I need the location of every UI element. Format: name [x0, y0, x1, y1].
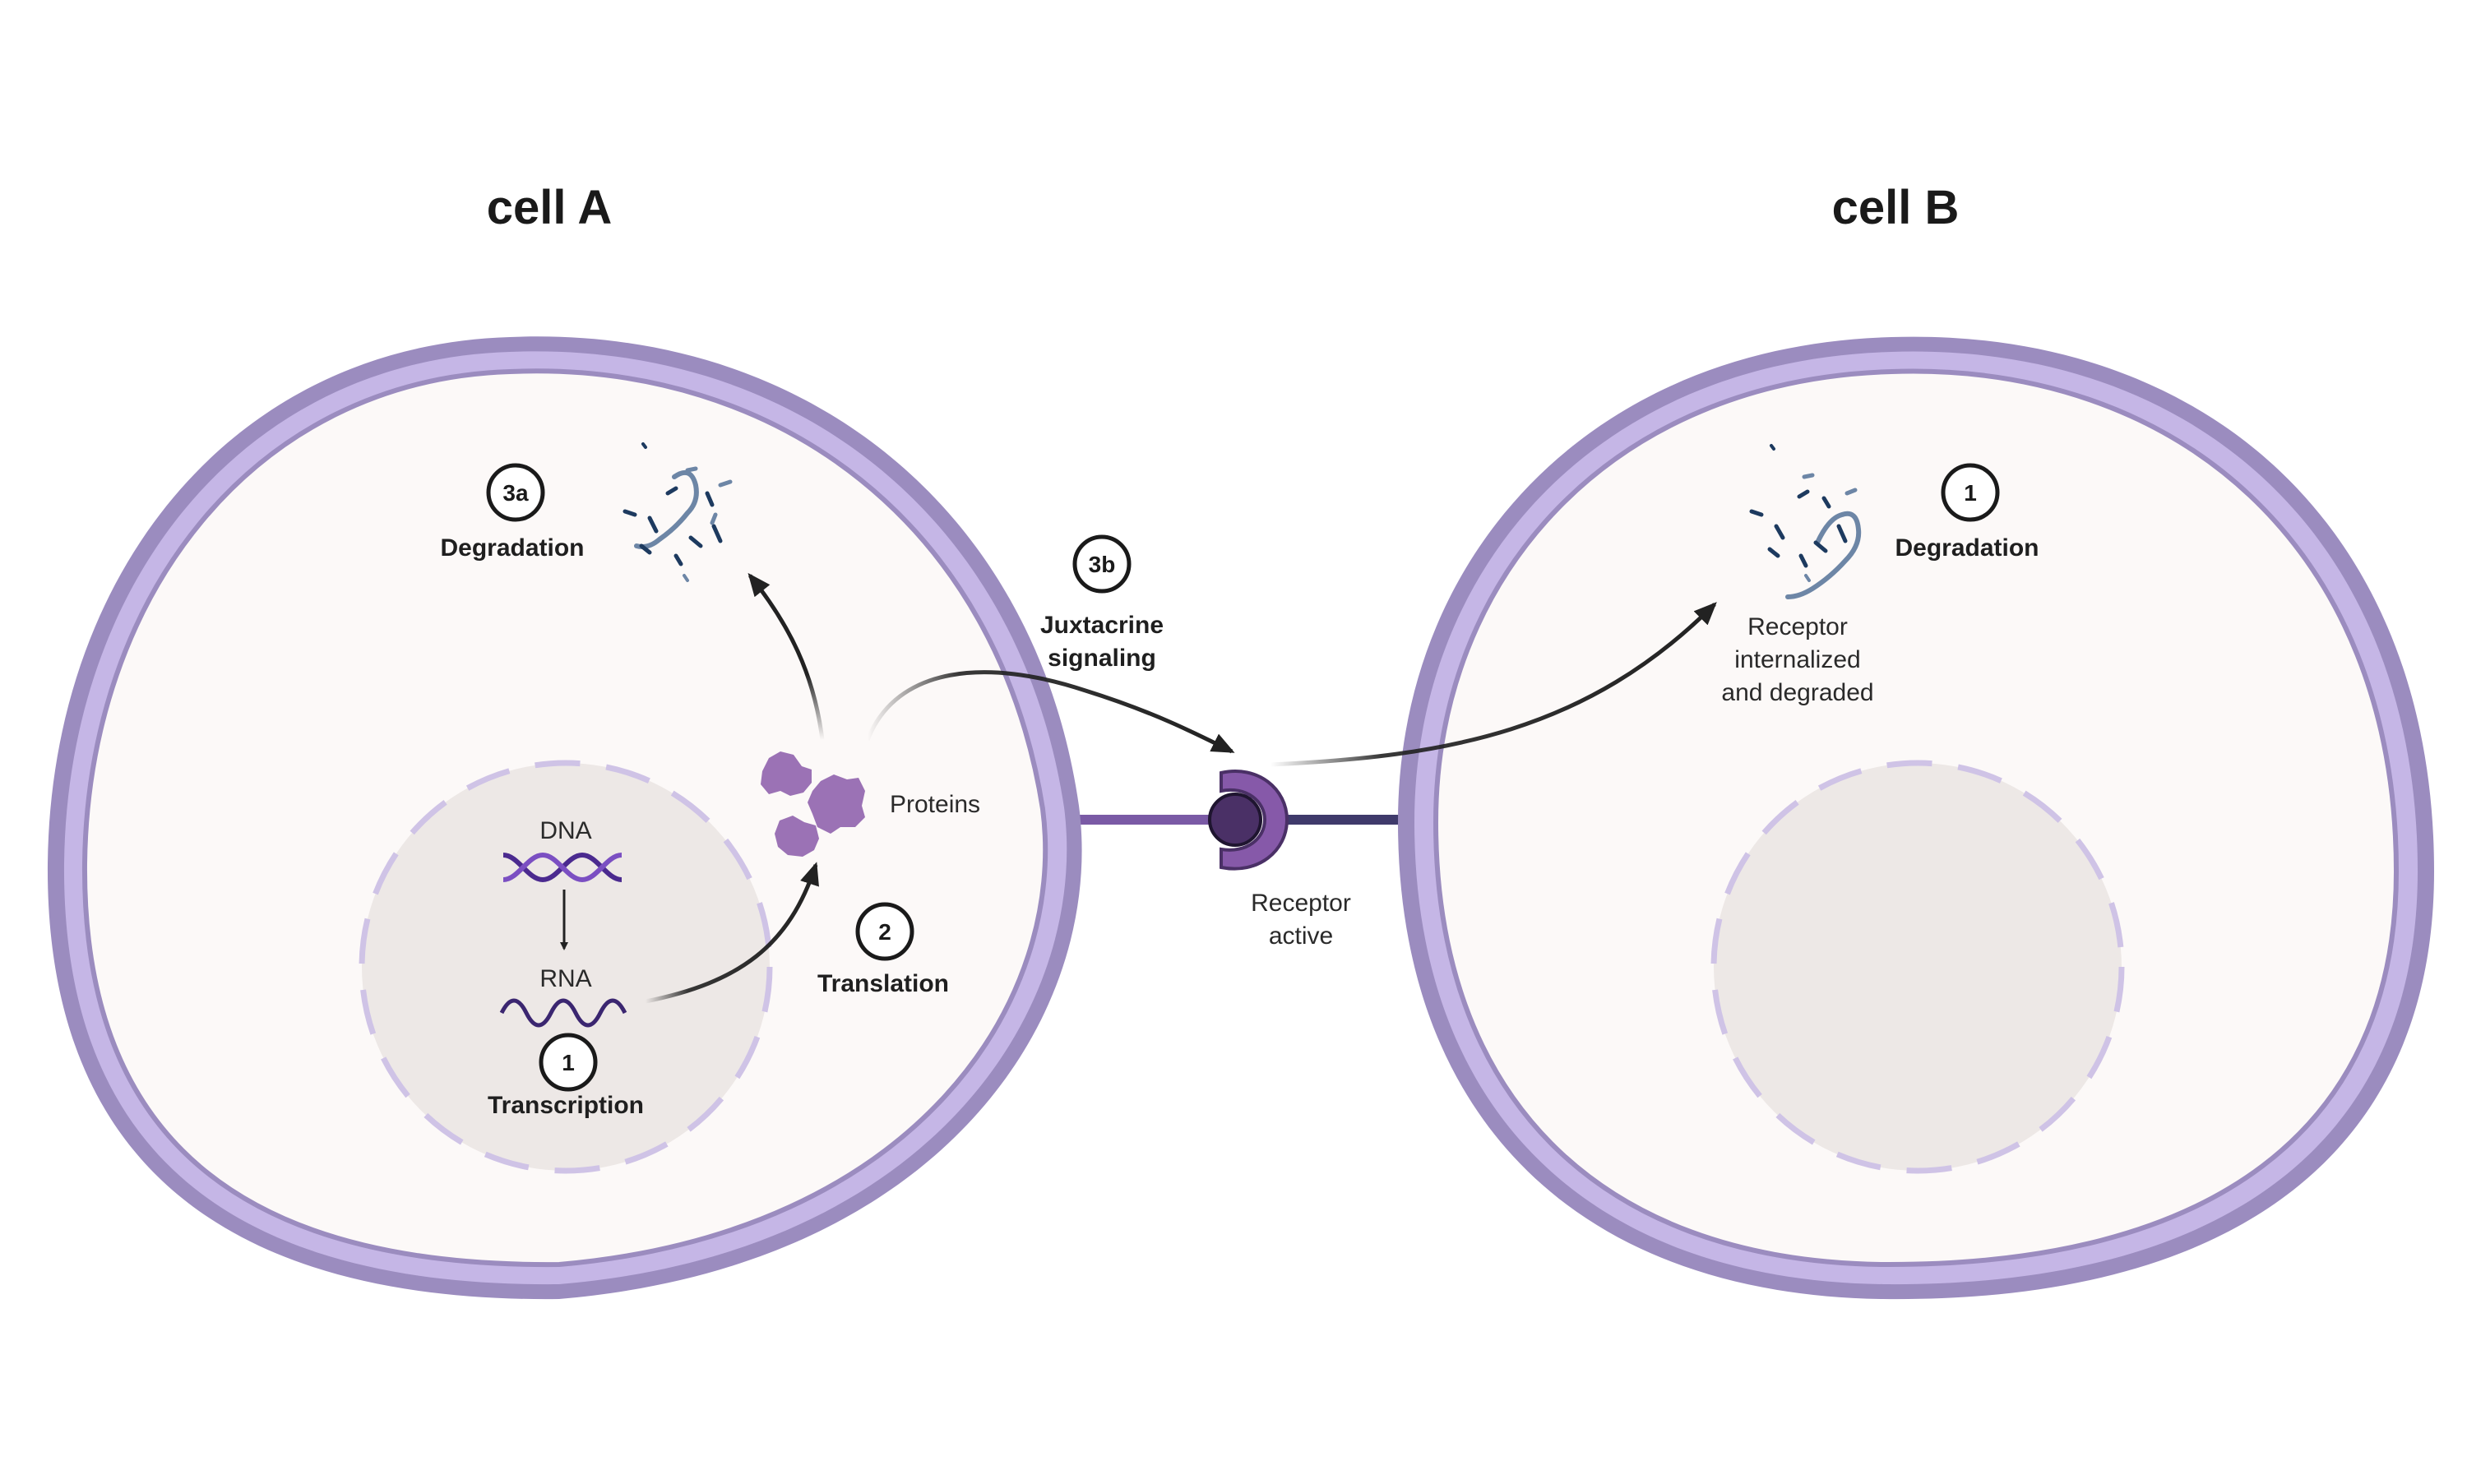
receptor-icon [1220, 770, 1289, 871]
cell-a-nucleus [359, 760, 773, 1174]
receptor-label-line2: active [1269, 922, 1333, 950]
juxtacrine-label-line1: Juxtacrine [1040, 612, 1164, 639]
receptor-ligand-complex [1208, 770, 1289, 871]
cell-b-step-1-number: 1 [1964, 480, 1977, 506]
cell-b-membrane-bridge [1271, 815, 1414, 825]
rna-strand-icon [499, 998, 627, 1028]
cell-b-step-1-badge [1941, 463, 2000, 522]
cell-a-title: cell A [487, 181, 613, 234]
internalized-label-line2: internalized [1734, 646, 1860, 673]
degradation-label-b: Degradation [1895, 534, 2039, 562]
step-3b-number: 3b [1089, 552, 1116, 577]
receptor-label-line1: Receptor [1251, 890, 1351, 917]
cell-a-membrane-bridge [1073, 815, 1213, 825]
degraded-fragments-icon [623, 442, 733, 582]
degradation-arrow [748, 572, 825, 741]
cell-a: DNA RNA 1 Transcription 2 Translation Pr… [47, 336, 1082, 1300]
translation-arrow [645, 862, 819, 1004]
internalized-label-line1: Receptor [1747, 613, 1848, 640]
cell-b-title: cell B [1832, 181, 1960, 234]
step-1-badge [539, 1033, 598, 1092]
receptor-internalization-arrow [1270, 602, 1717, 767]
cell-b-nucleus [1710, 760, 2125, 1174]
degraded-receptor-fragments-icon [1749, 444, 1862, 599]
juxtacrine-label-line2: signaling [1048, 645, 1156, 672]
step-2-number: 2 [878, 919, 891, 945]
rna-label: RNA [539, 965, 591, 992]
juxtacrine-signaling-arrow [865, 670, 1235, 754]
dna-helix-icon [502, 852, 623, 883]
dna-label: DNA [539, 817, 591, 844]
degradation-label-a: Degradation [440, 534, 584, 562]
ligand-icon [1208, 793, 1262, 847]
proteins-label: Proteins [890, 791, 980, 818]
internalized-label-line3: and degraded [1721, 679, 1873, 706]
step-3a-number: 3a [502, 480, 529, 506]
step-1-number: 1 [562, 1050, 575, 1075]
cell-b: 1 Degradation Receptor internalized and … [1398, 336, 2434, 1300]
transcription-label: Transcription [488, 1092, 644, 1119]
step-3b-badge [1072, 534, 1132, 594]
step-3a-badge [486, 463, 545, 522]
step-2-badge [855, 902, 914, 961]
translation-label: Translation [817, 970, 949, 997]
protein-cluster-icon [761, 751, 865, 857]
